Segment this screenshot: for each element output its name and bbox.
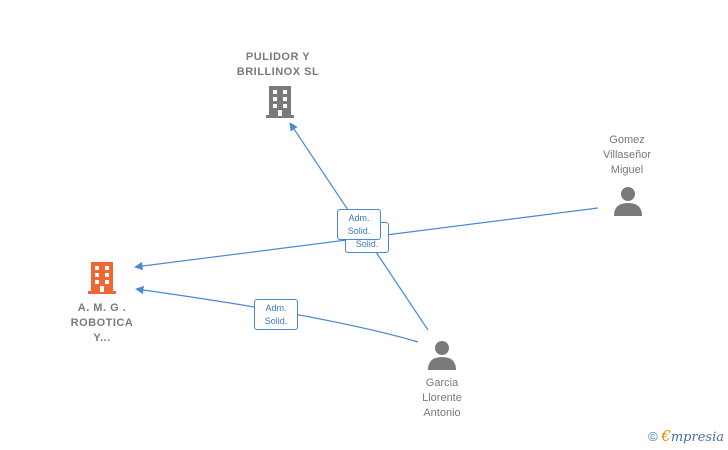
edge-garcia-to-amg xyxy=(135,285,419,343)
company-label-amg[interactable]: A. M. G . ROBOTICA Y... xyxy=(52,301,152,346)
label-line: Antonio xyxy=(423,407,461,419)
label-line: Llorente xyxy=(422,392,462,404)
role-line: Solid. xyxy=(347,226,371,236)
label-line: ROBOTICA xyxy=(70,317,134,329)
label-line: Garcia xyxy=(425,377,459,389)
label-line: Miguel xyxy=(610,164,644,176)
person-label-gomez[interactable]: Gomez Villaseñor Miguel xyxy=(577,133,677,178)
person-icon[interactable] xyxy=(428,341,456,370)
edge-role-badge[interactable]: Adm. Solid. xyxy=(337,209,381,240)
label-line: Villaseñor xyxy=(602,149,652,161)
role-line: Adm. xyxy=(348,213,370,223)
brand-logo-text: mpresia xyxy=(670,430,724,445)
role-line: Solid. xyxy=(355,239,379,249)
label-line: Y... xyxy=(93,332,111,344)
role-line: Solid. xyxy=(264,316,288,326)
person-label-garcia[interactable]: Garcia Llorente Antonio xyxy=(392,376,492,421)
label-line: BRILLINOX SL xyxy=(236,66,320,78)
role-line: Adm. xyxy=(265,303,287,313)
brand-watermark: © €mpresia xyxy=(648,427,724,445)
person-icon[interactable] xyxy=(614,187,642,216)
label-line: A. M. G . xyxy=(77,302,127,314)
building-icon[interactable] xyxy=(88,262,116,294)
label-line: PULIDOR Y xyxy=(245,51,311,63)
edge-role-badge[interactable]: Adm. Solid. xyxy=(254,299,298,330)
label-line: Gomez xyxy=(609,134,645,146)
brand-logo-initial: € xyxy=(661,427,671,445)
building-icon[interactable] xyxy=(266,86,294,118)
company-label-pulidor[interactable]: PULIDOR Y BRILLINOX SL xyxy=(218,50,338,80)
copyright-symbol: © xyxy=(648,429,658,444)
